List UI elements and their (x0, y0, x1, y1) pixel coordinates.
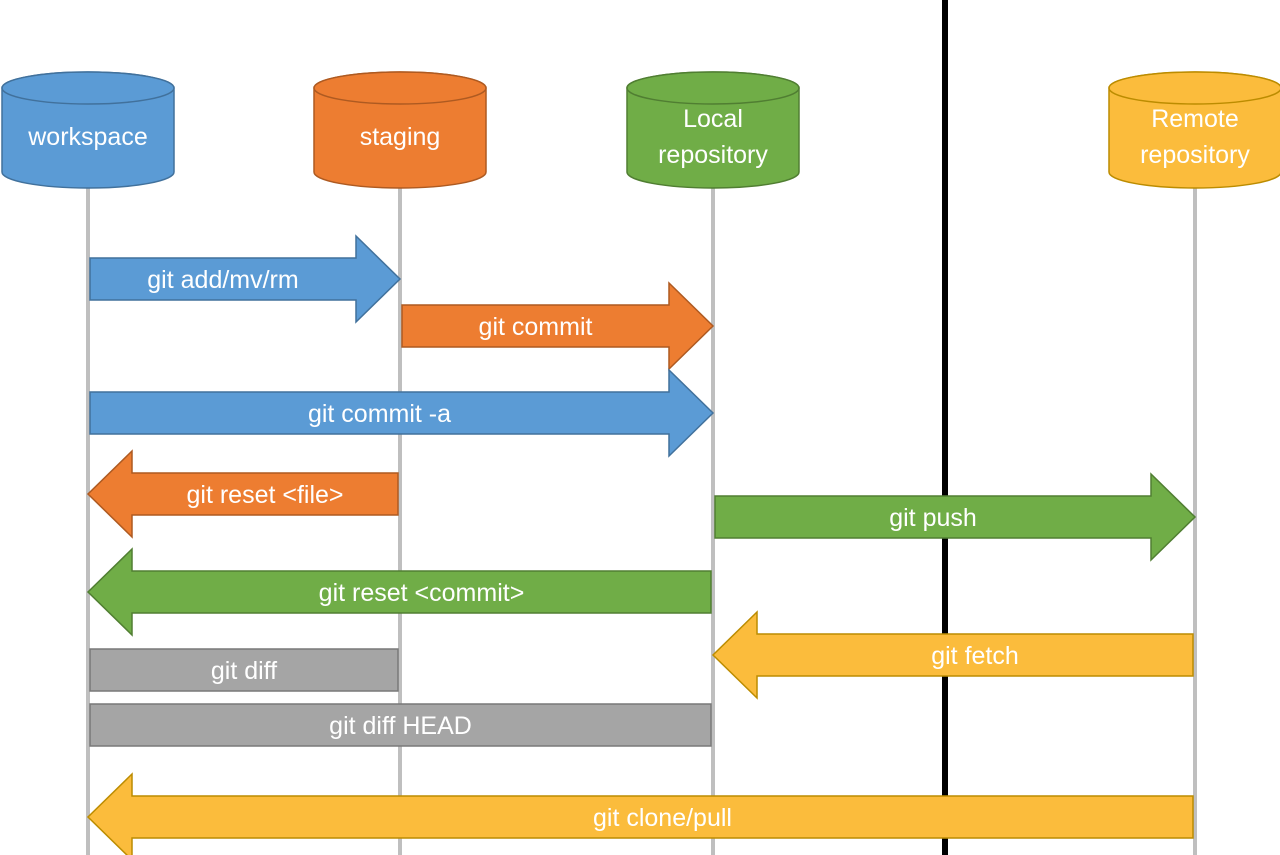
git-clone-pull-label: git clone/pull (593, 804, 732, 832)
git-push-arrow (714, 472, 1197, 562)
git-commit-a-command: git commit -a (89, 368, 715, 458)
git-reset-commit-arrow (86, 547, 712, 637)
remote-label: Remote (1151, 105, 1239, 133)
git-push-command: git push (714, 472, 1197, 562)
git-add-label: git add/mv/rm (147, 266, 298, 294)
git-reset-file-label: git reset <file> (186, 481, 343, 509)
remote-cylinder-top (1108, 71, 1280, 105)
local-node: Local repository (626, 71, 800, 189)
staging-label: staging (360, 123, 441, 151)
git-add-arrow (89, 234, 402, 324)
git-commit-a-label: git commit -a (308, 400, 451, 428)
local-cylinder-top (626, 71, 800, 105)
git-diff-head-bar (89, 703, 712, 747)
staging-cylinder-top (313, 71, 487, 105)
storage-nodes: workspace staging Local repository Remote rep… (1, 71, 1280, 189)
git-clone-pull-command: git clone/pull (86, 772, 1194, 855)
git-push-label: git push (889, 504, 977, 532)
local-label: repository (658, 141, 768, 169)
git-commit-arrow (401, 281, 715, 371)
git-reset-file-command: git reset <file> (86, 449, 399, 539)
git-commit-label: git commit (479, 313, 593, 341)
remote-label: repository (1140, 141, 1250, 169)
git-fetch-arrow (711, 610, 1194, 700)
git-fetch-label: git fetch (931, 642, 1019, 670)
workspace-node: workspace (1, 71, 175, 189)
git-diff-head-command: git diff HEAD (89, 703, 712, 747)
workspace-cylinder-top (1, 71, 175, 105)
git-clone-pull-arrow (86, 772, 1194, 855)
git-fetch-command: git fetch (711, 610, 1194, 700)
git-reset-file-arrow (86, 449, 399, 539)
local-label: Local (683, 105, 743, 133)
workspace-label: workspace (27, 123, 148, 151)
git-commit-a-arrow (89, 368, 715, 458)
command-arrows: git add/mv/rm git commit git commit -a git … (86, 234, 1197, 855)
git-diff-head-label: git diff HEAD (329, 712, 472, 740)
git-diff-label: git diff (211, 657, 277, 685)
staging-node: staging (313, 71, 487, 189)
git-reset-commit-label: git reset <commit> (319, 579, 525, 607)
git-commit-command: git commit (401, 281, 715, 371)
git-diff-bar (89, 648, 399, 692)
remote-node: Remote repository (1108, 71, 1280, 189)
git-reset-commit-command: git reset <commit> (86, 547, 712, 637)
git-diff-command: git diff (89, 648, 399, 692)
git-add-command: git add/mv/rm (89, 234, 402, 324)
